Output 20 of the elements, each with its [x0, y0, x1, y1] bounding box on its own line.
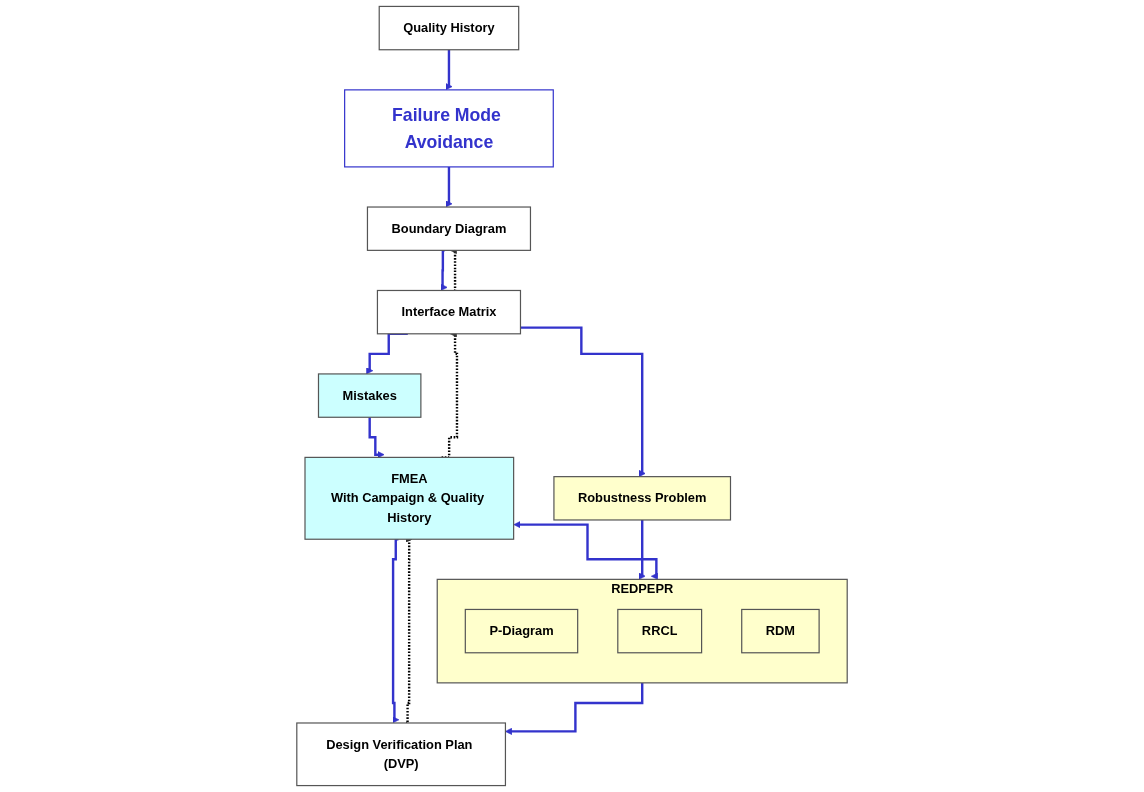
- arrow: [445, 165, 453, 208]
- node-box: Quality History: [378, 5, 520, 51]
- node-box: FMEA With Campaign & Quality History: [304, 456, 515, 540]
- arrow: [513, 521, 658, 580]
- node-box: Interface Matrix: [376, 289, 522, 335]
- node-box: Design Verification Plan (DVP): [296, 722, 507, 787]
- node-box: RDM: [741, 608, 820, 654]
- node-box: Failure Mode Avoidance: [344, 89, 554, 168]
- arrow: [520, 326, 646, 477]
- node-box: Boundary Diagram: [366, 206, 532, 251]
- arrow: [505, 681, 644, 735]
- node-box: Robustness Problem: [553, 476, 732, 521]
- arrow: [445, 48, 453, 91]
- node-box: P-Diagram: [464, 608, 579, 654]
- arrow: [368, 416, 385, 459]
- arrow: [440, 249, 448, 291]
- node-box: Mistakes: [317, 373, 422, 418]
- arrow: [391, 538, 400, 724]
- arrow: [638, 518, 646, 580]
- node-box: RRCL: [617, 608, 703, 654]
